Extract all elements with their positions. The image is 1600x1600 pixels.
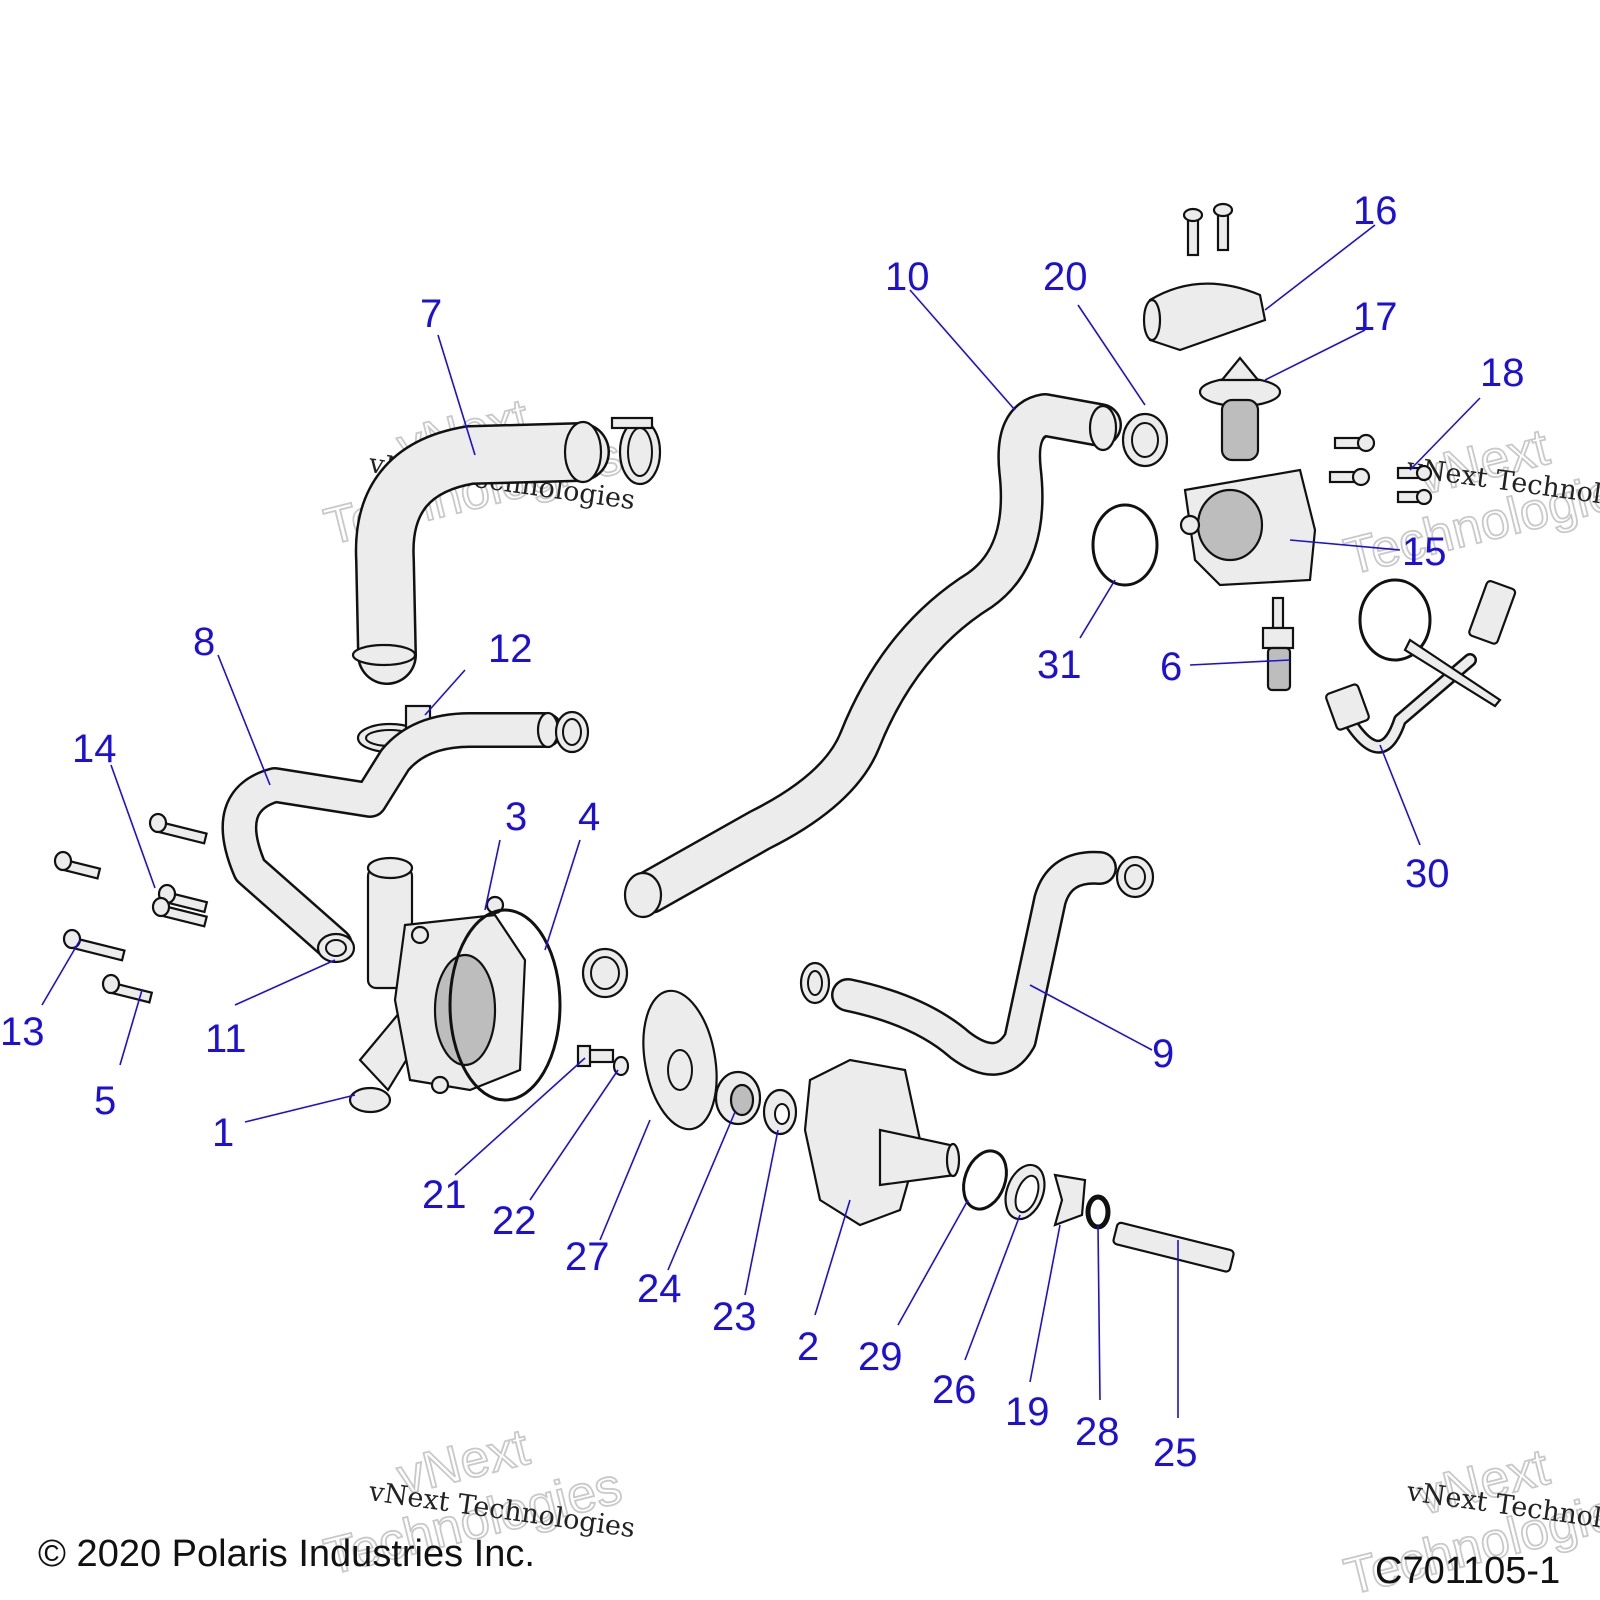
hose-9 (831, 850, 1117, 1076)
bolt-group-left (53, 812, 209, 1004)
clamp-8-right (554, 710, 590, 754)
callout-27: 27 (565, 1235, 610, 1279)
clamp-9-right (1115, 855, 1155, 899)
hose-7 (351, 420, 610, 685)
clamp-9-left (799, 961, 831, 1005)
sensor-6 (1261, 596, 1295, 692)
clamp-4-right (581, 947, 629, 999)
bolt-5 (101, 973, 154, 1004)
callout-1: 1 (212, 1111, 234, 1155)
callout-24: 24 (637, 1267, 682, 1311)
ring-28 (1085, 1194, 1111, 1230)
callout-20: 20 (1043, 255, 1088, 299)
o-ring-29 (962, 1149, 1008, 1211)
bolt-13 (62, 928, 126, 962)
callout-18: 18 (1480, 351, 1525, 395)
clip-19 (1053, 1173, 1087, 1227)
bolt-group-18 (1328, 433, 1433, 506)
bolt-14a (148, 812, 208, 845)
callout-12: 12 (488, 627, 533, 671)
callout-22: 22 (492, 1199, 537, 1243)
clamp-7 (610, 416, 662, 486)
pump-housing-1 (348, 856, 527, 1114)
callout-15: 15 (1402, 530, 1447, 574)
callout-8: 8 (193, 620, 215, 664)
callout-6: 6 (1160, 645, 1182, 689)
thermostat-17 (1198, 356, 1282, 462)
shaft-25 (1112, 1221, 1235, 1273)
callout-17: 17 (1353, 295, 1398, 339)
impeller-27 (642, 989, 718, 1131)
callout-13: 13 (0, 1010, 45, 1054)
callout-10: 10 (885, 255, 930, 299)
callout-4: 4 (578, 795, 600, 839)
callout-numbers: 7 10 20 16 17 18 15 31 6 30 12 8 14 3 4 … (0, 189, 1525, 1475)
callout-19: 19 (1005, 1390, 1050, 1434)
bolt-14d (151, 896, 209, 928)
callout-23: 23 (712, 1295, 757, 1339)
callout-9: 9 (1152, 1032, 1174, 1076)
callout-5: 5 (94, 1079, 116, 1123)
callout-30: 30 (1405, 852, 1450, 896)
callout-2: 2 (797, 1325, 819, 1369)
thermostat-housing-15 (1179, 468, 1317, 587)
callout-21: 21 (422, 1173, 467, 1217)
washer-23 (762, 1088, 798, 1136)
clamp-20 (1121, 412, 1169, 468)
bolt-21 (576, 1044, 615, 1068)
callout-3: 3 (505, 795, 527, 839)
pump-cover-2 (803, 1058, 961, 1227)
callout-29: 29 (858, 1335, 903, 1379)
callout-16: 16 (1353, 189, 1398, 233)
callout-26: 26 (932, 1368, 977, 1412)
o-ring-31 (1091, 503, 1159, 587)
drawing-number: C701105-1 (1375, 1550, 1560, 1592)
hose-8 (221, 711, 563, 963)
o-ring-4 (448, 908, 562, 1102)
outlet-16 (1142, 202, 1267, 352)
copyright-notice: © 2020 Polaris Industries Inc. (38, 1533, 535, 1575)
callout-11: 11 (205, 1017, 247, 1061)
callout-14: 14 (72, 727, 117, 771)
leader-lines (41, 224, 1481, 1418)
callout-25: 25 (1153, 1431, 1198, 1475)
hose-10 (623, 393, 1122, 919)
clamp-11 (316, 932, 356, 964)
callout-7: 7 (420, 292, 442, 336)
callout-28: 28 (1075, 1410, 1120, 1454)
callout-31: 31 (1037, 643, 1082, 687)
bolt-14b (53, 850, 102, 880)
harness-30 (1325, 578, 1517, 754)
seal-26 (1004, 1163, 1046, 1221)
seal-24 (714, 1070, 762, 1126)
